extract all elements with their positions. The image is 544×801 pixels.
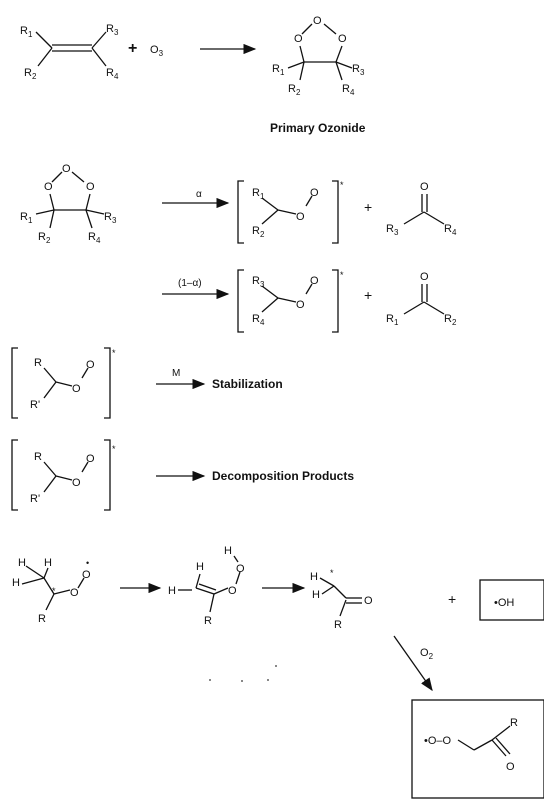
svg-text:*: * [112, 348, 116, 358]
svg-text:R2: R2 [38, 231, 51, 245]
svg-text:O: O [228, 585, 237, 597]
criegee-intermediate-stabilization: * O O R R' [11, 347, 116, 419]
svg-text:O: O [294, 33, 303, 45]
svg-text:O: O [82, 569, 91, 581]
svg-text:O: O [310, 275, 319, 287]
svg-text:O: O [70, 587, 79, 599]
criegee-intermediate-b: * O O R3 R4 [237, 269, 344, 333]
svg-text:R': R' [30, 493, 40, 505]
svg-text:R4: R4 [252, 313, 265, 327]
svg-text:R4: R4 [342, 83, 355, 97]
svg-text:H: H [18, 557, 26, 569]
svg-text:R4: R4 [106, 67, 119, 81]
svg-text:O: O [420, 181, 429, 193]
svg-text:*: * [112, 444, 116, 454]
stray-dots [209, 665, 277, 682]
criegee-intermediate-decomposition: * O O R R' [11, 439, 116, 511]
svg-text:O: O [44, 181, 53, 193]
svg-text:R: R [34, 357, 42, 369]
svg-text:H: H [224, 545, 232, 557]
svg-text:O: O [506, 761, 515, 773]
peroxy-radical-product: •O–O O R [424, 717, 518, 773]
syn-criegee-intermediate: H H H * O O • R [12, 557, 91, 625]
svg-text:H: H [12, 577, 20, 589]
svg-text:R2: R2 [444, 313, 457, 327]
svg-text:•: • [86, 558, 89, 568]
plus-sign: + [128, 40, 137, 57]
svg-text:R2: R2 [252, 225, 265, 239]
plus-sign-2: + [364, 199, 372, 215]
svg-text:R2: R2 [24, 67, 37, 81]
ozonide-reactant-structure: O O O R1 R2 R3 R4 [20, 163, 117, 245]
svg-text:O: O [62, 163, 71, 175]
one-minus-alpha-label: (1–α) [178, 278, 202, 289]
vinoxy-radical: H H * O R [310, 568, 373, 631]
svg-text:R4: R4 [444, 223, 457, 237]
alpha-label: α [196, 189, 202, 200]
svg-text:O: O [72, 477, 81, 489]
decomposition-label: Decomposition Products [212, 469, 354, 483]
svg-text:O: O [313, 15, 322, 27]
oh-radical-label: •OH [494, 597, 514, 609]
carbonyl-product-b: O R1 R2 [386, 271, 457, 327]
svg-text:O: O [296, 211, 305, 223]
svg-text:R: R [38, 613, 46, 625]
o2-addition-arrow [393, 635, 433, 692]
third-body-label: M [172, 368, 180, 379]
svg-text:R3: R3 [106, 23, 119, 37]
svg-text:R4: R4 [88, 231, 101, 245]
svg-text:R1: R1 [20, 211, 33, 225]
svg-text:R1: R1 [20, 25, 33, 39]
o2-label: O2 [420, 647, 434, 661]
svg-text:R: R [204, 615, 212, 627]
svg-text:R3: R3 [386, 223, 399, 237]
svg-text:O: O [72, 383, 81, 395]
svg-text:R: R [510, 717, 518, 729]
stabilization-label: Stabilization [212, 377, 283, 391]
svg-text:*: * [52, 586, 56, 596]
svg-text:O: O [296, 299, 305, 311]
svg-text:H: H [168, 585, 176, 597]
svg-text:H: H [44, 557, 52, 569]
oh-radical-box [479, 579, 544, 621]
svg-text:R1: R1 [386, 313, 399, 327]
primary-ozonide-caption: Primary Ozonide [270, 121, 366, 135]
svg-text:O: O [86, 359, 95, 371]
alkene-structure: R1 R2 R3 R4 [20, 23, 119, 81]
svg-text:O: O [86, 453, 95, 465]
svg-text:R3: R3 [252, 275, 265, 289]
svg-text:R': R' [30, 399, 40, 411]
criegee-intermediate-a: * O O R1 R2 [237, 180, 344, 244]
svg-text:O: O [86, 181, 95, 193]
svg-text:H: H [196, 561, 204, 573]
svg-text:O: O [310, 187, 319, 199]
ozone-label: O3 [150, 44, 164, 58]
svg-text:*: * [340, 270, 344, 280]
svg-text:•O–O: •O–O [424, 735, 452, 747]
svg-text:H: H [312, 589, 320, 601]
svg-text:R3: R3 [352, 63, 365, 77]
svg-text:R3: R3 [104, 211, 117, 225]
svg-text:R: R [34, 451, 42, 463]
svg-text:*: * [340, 180, 344, 190]
svg-text:O: O [364, 595, 373, 607]
svg-text:H: H [310, 571, 318, 583]
svg-text:R2: R2 [288, 83, 301, 97]
peroxy-product-box [411, 699, 544, 799]
svg-text:R1: R1 [272, 63, 285, 77]
svg-text:O: O [236, 563, 245, 575]
plus-sign-3: + [364, 287, 372, 303]
plus-sign-4: + [448, 591, 456, 607]
svg-text:O: O [338, 33, 347, 45]
svg-text:O: O [420, 271, 429, 283]
svg-text:R: R [334, 619, 342, 631]
primary-ozonide-structure: O O O R1 R2 R3 R4 [272, 15, 365, 97]
svg-text:R1: R1 [252, 187, 265, 201]
vinyl-hydroperoxide: H H R O O H [168, 545, 245, 627]
carbonyl-product-a: O R3 R4 [386, 181, 457, 237]
svg-text:*: * [330, 568, 334, 578]
